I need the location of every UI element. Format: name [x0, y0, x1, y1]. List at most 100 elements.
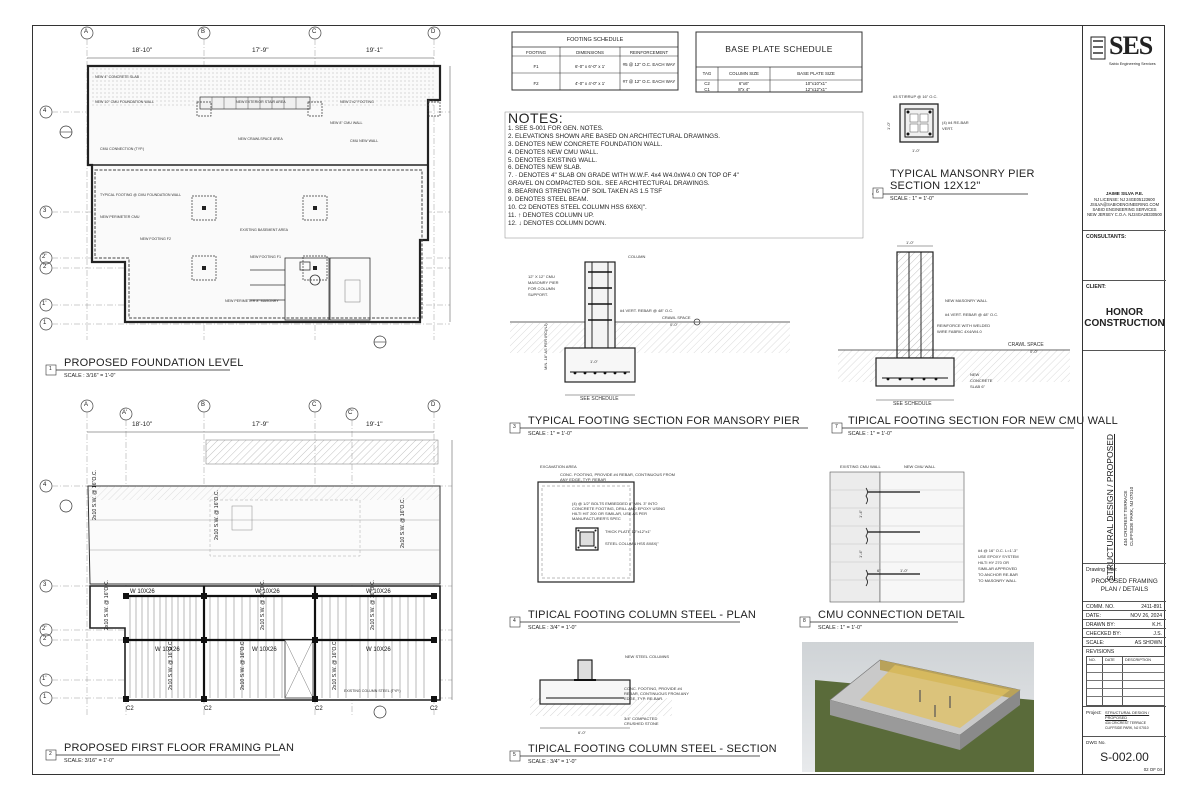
info-checked-label: CHECKED BY: — [1086, 631, 1121, 637]
base-plate-schedule: BASE PLATE SCHEDULE TAG COLUMN SIZE BASE… — [696, 32, 862, 92]
svg-text:W 10X26: W 10X26 — [155, 647, 180, 653]
svg-text:6'-0": 6'-0" — [578, 730, 587, 735]
project-address1: 434 CRICREST TERRACE — [1105, 721, 1146, 725]
info-scale-value: AS SHOWN — [1134, 640, 1162, 646]
revisions-section: REVISIONS NO. DATE DESCRIPTION — [1083, 646, 1166, 707]
logo-text: SES — [1109, 31, 1153, 60]
svg-text:MASONRY PIER: MASONRY PIER — [528, 280, 559, 285]
svg-text:2x10 S.W. @ 16"O.C.: 2x10 S.W. @ 16"O.C. — [92, 470, 98, 520]
note-9: 9. DENOTES STEEL BEAM. — [508, 196, 589, 204]
dwg-label: DWG No. — [1086, 740, 1106, 745]
svg-text:(4) #4 RE-BAR: (4) #4 RE-BAR — [942, 120, 969, 125]
svg-text:W 10X26: W 10X26 — [130, 589, 155, 595]
dim2-cd: 19'-1" — [366, 421, 383, 428]
sheet-count: 02 OF 04 — [1143, 767, 1162, 772]
view-6-scale: SCALE : 1" = 1'-0" — [890, 196, 934, 202]
bp-r0c2: 10"x10"x1" — [805, 81, 827, 86]
view-2-title: PROPOSED FIRST FLOOR FRAMING PLAN — [64, 742, 295, 754]
svg-text:2x10 S.W. @ 16"O.C.: 2x10 S.W. @ 16"O.C. — [240, 640, 246, 690]
svg-text:NEW 10" CMU FOUNDATION WALL: NEW 10" CMU FOUNDATION WALL — [95, 100, 154, 104]
view-7-scale: SCALE : 1" = 1'-0" — [848, 431, 892, 437]
detail-footing-section-cmu: 1'-0" NEW MASONRY WALL #4 VERT. REBAR @ … — [838, 240, 1070, 407]
fs-r0c0: F1 — [533, 64, 539, 69]
svg-text:#4 VERT. REBAR @ 48" O.C.: #4 VERT. REBAR @ 48" O.C. — [620, 308, 673, 313]
drawing-title-section: Drawing Title: PROPOSED FRAMING PLAN / D… — [1083, 563, 1166, 602]
fs-r1c2: #7 @ 12" O.C. EACH WAY — [622, 79, 676, 84]
note-1: 1. SEE S-001 FOR GEN. NOTES. — [508, 124, 604, 132]
view-3-scale: SCALE : 1" = 1'-0" — [528, 431, 572, 437]
svg-text:2x10 S.W. @ 16"O.C.: 2x10 S.W. @ 16"O.C. — [332, 640, 338, 690]
svg-text:2x10 S.W. @ 16"O.C.: 2x10 S.W. @ 16"O.C. — [370, 580, 376, 630]
svg-text:2x10 S.W. @ 16"O.C.: 2x10 S.W. @ 16"O.C. — [104, 580, 110, 630]
dwg-number: S-002.00 — [1100, 750, 1149, 764]
bp-r1c2: 12"x12"x1" — [805, 87, 827, 92]
grid2-c: C — [312, 402, 317, 408]
svg-text:NEW 4" CONCRETE SLAB: NEW 4" CONCRETE SLAB — [95, 75, 140, 79]
detail-column-steel-section: NEW STEEL COLUMNS CONC. FOOTING, PROVIDE… — [530, 654, 689, 735]
view-7-num: 7 — [835, 424, 838, 430]
detail-column-steel-plan: EXCAVATION AREA CONC. FOOTING, PROVIDE #… — [537, 464, 675, 583]
svg-text:NEW: NEW — [970, 372, 980, 377]
grid-c: C — [312, 29, 317, 35]
svg-text:CONCRETE: CONCRETE — [970, 378, 993, 383]
client-label: CLIENT: — [1086, 284, 1106, 290]
drawing-title-line2: PLAN / DETAILS — [1100, 586, 1149, 593]
svg-text:1'-4": 1'-4" — [858, 549, 863, 558]
view-1-num: 1 — [49, 366, 52, 372]
svg-text:1'-0": 1'-0" — [906, 240, 915, 245]
bp-h2: BASE PLATE SIZE — [797, 71, 835, 76]
grid2-a-prime: A' — [122, 410, 128, 416]
grid2-row-2: 2 — [43, 636, 47, 642]
svg-text:CONC. FOOTING, PROVIDE #4 REBA: CONC. FOOTING, PROVIDE #4 REBAR, CONTINU… — [560, 472, 675, 477]
client-section: CLIENT: HONOR CONSTRUCTION — [1083, 280, 1166, 351]
svg-text:ANY EDGE, TYP. REBAR: ANY EDGE, TYP. REBAR — [560, 477, 606, 482]
grid-row-1: 1 — [43, 320, 47, 326]
info-comm-value: 2411-891 — [1141, 604, 1162, 610]
svg-text:USE EPOXY SYSTEM: USE EPOXY SYSTEM — [978, 554, 1019, 559]
view-3-title: TYPICAL FOOTING SECTION FOR MANSORY PIER — [528, 415, 800, 427]
bp-h0: TAG — [702, 71, 712, 76]
revisions-label: REVISIONS — [1086, 649, 1115, 655]
svg-text:C2: C2 — [204, 706, 212, 712]
svg-text:COLUMN: COLUMN — [628, 254, 645, 259]
detail-pier-section: #3 STIRRUP @ 16" O.C.(4) #4 RE-BARVERT.1… — [886, 94, 969, 153]
svg-text:SIMILAR APPROVED: SIMILAR APPROVED — [978, 566, 1017, 571]
grid-row-4: 4 — [43, 108, 47, 114]
bp-h1: COLUMN SIZE — [728, 71, 759, 76]
grid-row-1p: 1' — [42, 301, 47, 307]
svg-text:3/4" COMPACTED: 3/4" COMPACTED — [624, 716, 657, 721]
svg-text:12" X 12" CMU: 12" X 12" CMU — [528, 274, 555, 279]
project-label: Project: — [1086, 710, 1102, 715]
dim-bc: 17'-9" — [252, 47, 269, 54]
svg-text:EXCAVATION AREA: EXCAVATION AREA — [540, 464, 577, 469]
info-drawn-label: DRAWN BY: — [1086, 622, 1115, 628]
drawing-title-label: Drawing Title: — [1086, 567, 1118, 573]
svg-text:REBAR, CONTINUOUS FROM ANY: REBAR, CONTINUOUS FROM ANY — [624, 691, 689, 696]
svg-text:SEE SCHEDULE: SEE SCHEDULE — [893, 401, 932, 407]
grid2-b: B — [201, 402, 206, 408]
info-comm-label: COMM. NO. — [1086, 604, 1115, 610]
note-10: 10. C2 DENOTES STEEL COLUMN HSS 6X6X|". — [508, 203, 647, 211]
svg-text:CRAWL SPACE: CRAWL SPACE — [662, 315, 691, 320]
rev-h-date: DATE — [1105, 658, 1115, 662]
note-12: 12. ↓ DENOTES COLUMN DOWN. — [508, 219, 607, 227]
svg-text:C2: C2 — [430, 706, 438, 712]
note-2: 2. ELEVATIONS SHOWN ARE BASED ON ARCHITE… — [508, 132, 721, 140]
footing-schedule: FOOTING SCHEDULE FOOTING DIMENSIONS REIN… — [512, 32, 678, 90]
view-1-scale: SCALE : 3/16" = 1'-0" — [64, 373, 116, 379]
note-5: 5. DENOTES EXISTING WALL. — [508, 156, 597, 164]
svg-text:C2: C2 — [126, 706, 134, 712]
svg-text:EXISTING BASEMENT AREA: EXISTING BASEMENT AREA — [240, 228, 289, 232]
svg-text:NEW 8" CMU WALL: NEW 8" CMU WALL — [330, 121, 363, 125]
bp-r1c1: 8"x 4" — [738, 87, 750, 92]
fs-r0c2: #5 @ 12" O.C. EACH WAY — [622, 62, 676, 67]
view-2-scale: SCALE: 3/16" = 1'-0" — [64, 758, 114, 764]
general-notes: NOTES: 1. SEE S-001 FOR GEN. NOTES. 2. E… — [508, 111, 858, 228]
fs-h1: DIMENSIONS — [576, 50, 604, 55]
svg-text:CRAWL SPACE: CRAWL SPACE — [1008, 342, 1044, 348]
svg-text:CMU CONNECTION (TYP.): CMU CONNECTION (TYP.) — [100, 147, 144, 151]
grid-b: B — [201, 29, 206, 35]
svg-text:HILTI HY 270 OR: HILTI HY 270 OR — [978, 560, 1009, 565]
